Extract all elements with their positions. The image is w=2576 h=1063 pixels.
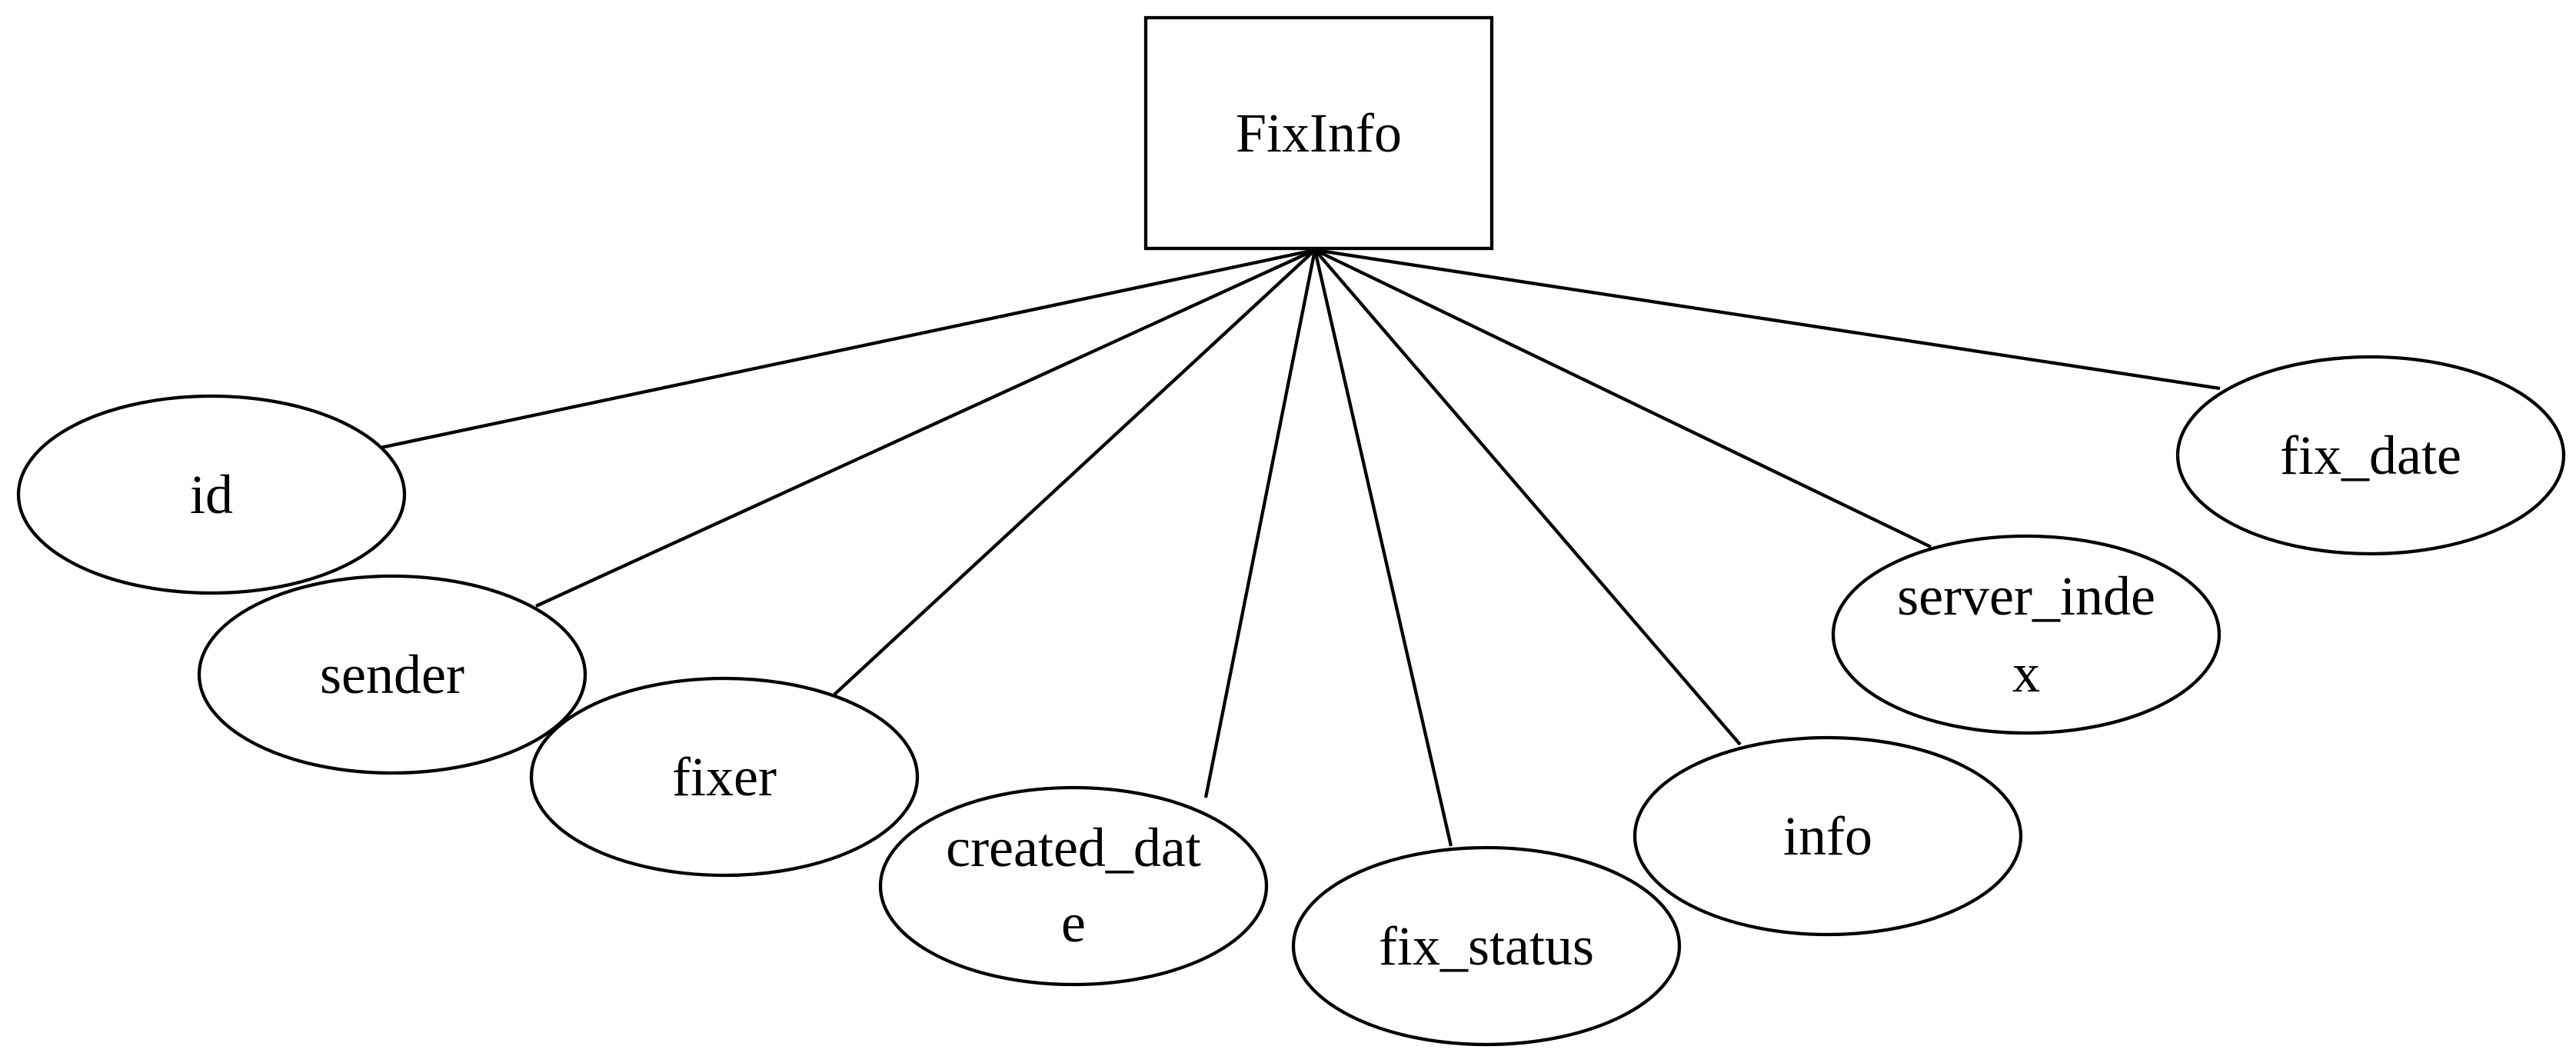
edges bbox=[380, 248, 2221, 847]
attribute-label-line-2: e bbox=[1061, 892, 1086, 954]
edge-fixer bbox=[833, 248, 1316, 696]
attribute-label: info bbox=[1783, 805, 1872, 867]
attribute-fix-status: fix_status bbox=[1291, 845, 1682, 1047]
attribute-label: fixer bbox=[672, 746, 777, 808]
attribute-id: id bbox=[16, 394, 407, 595]
edge-server-index bbox=[1314, 248, 1932, 548]
attribute-ellipse bbox=[529, 676, 920, 878]
attribute-ellipse bbox=[878, 785, 1269, 987]
attribute-server-index: server_inde x bbox=[1831, 534, 2222, 735]
attribute-created-date: created_dat e bbox=[878, 785, 1269, 987]
attribute-ellipse bbox=[2175, 355, 2566, 556]
attribute-ellipse bbox=[1291, 845, 1682, 1047]
entity-box bbox=[1143, 15, 1494, 251]
attribute-label-line-1: created_dat bbox=[946, 817, 1201, 878]
attribute-label: fix_status bbox=[1379, 915, 1594, 977]
attribute-ellipse bbox=[1632, 735, 2023, 937]
attribute-info: info bbox=[1632, 735, 2023, 937]
edge-info bbox=[1313, 248, 1742, 746]
attribute-label: fix_date bbox=[2280, 425, 2461, 486]
entity-fixinfo: FixInfo bbox=[1143, 15, 1494, 251]
attribute-ellipse bbox=[197, 574, 587, 775]
attribute-label-line-1: server_inde bbox=[1897, 565, 2155, 627]
attribute-ellipse bbox=[16, 394, 407, 595]
attribute-sender: sender bbox=[197, 574, 587, 775]
edge-sender bbox=[535, 248, 1316, 608]
attribute-label: id bbox=[190, 464, 233, 525]
edge-created-date bbox=[1203, 249, 1317, 798]
attribute-ellipse bbox=[1831, 534, 2222, 735]
attribute-label: sender bbox=[320, 644, 464, 705]
attribute-fix-date: fix_date bbox=[2175, 355, 2566, 556]
edge-id bbox=[380, 248, 1316, 450]
edge-fix-status bbox=[1313, 249, 1453, 847]
edge-fix-date bbox=[1314, 248, 2221, 391]
attribute-fixer: fixer bbox=[529, 676, 920, 878]
entity-label: FixInfo bbox=[1236, 102, 1402, 164]
attribute-label-line-2: x bbox=[2012, 642, 2040, 704]
